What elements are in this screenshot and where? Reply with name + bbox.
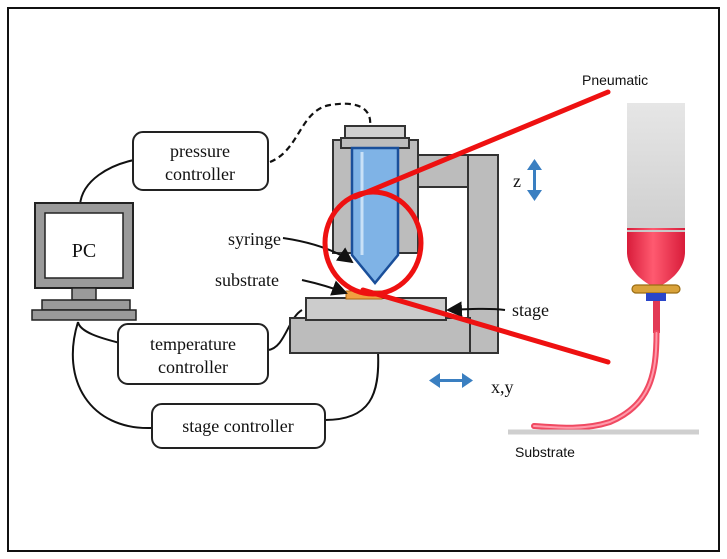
z-axis-label: z: [513, 171, 521, 191]
callout-line-bottom: [360, 287, 611, 365]
cable-temperature-stage: [267, 309, 303, 351]
pc-label: PC: [72, 240, 96, 262]
cable-pc-pressure: [79, 159, 135, 206]
pneumatic-label: Pneumatic: [582, 72, 648, 88]
xy-axis-arrow: [429, 373, 473, 388]
substrate-detail-label: Substrate: [515, 444, 575, 460]
figure-border: [7, 7, 720, 552]
cable-pc-temperature: [77, 321, 121, 344]
pc-monitor: PC: [31, 202, 137, 321]
stage-leader: [446, 301, 506, 318]
temperature-controller-box: temperature controller: [117, 323, 269, 385]
cables: [71, 159, 380, 430]
z-axis-arrow: [527, 159, 542, 201]
pressure-controller-box: pressure controller: [132, 131, 269, 191]
syringe: [340, 125, 410, 285]
callout-line-top: [352, 89, 611, 200]
stage-label: stage: [512, 300, 549, 320]
magnification-callout: [322, 89, 611, 365]
temperature-controller-label-2: controller: [158, 357, 228, 377]
pressure-controller-label-1: pressure: [170, 141, 230, 161]
stage-controller-label: stage controller: [182, 416, 293, 436]
xy-axis-label: x,y: [491, 377, 514, 397]
pneumatic-dashed-line: [269, 102, 372, 164]
syringe-leader: [282, 237, 354, 264]
cable-stage-base: [324, 351, 380, 421]
substrate-label: substrate: [215, 270, 279, 290]
stage-controller-box: stage controller: [151, 403, 326, 449]
pressure-controller-label-2: controller: [165, 164, 235, 184]
substrate-leader: [301, 279, 348, 296]
temperature-controller-label-1: temperature: [150, 334, 236, 354]
cable-pc-stage: [71, 321, 153, 430]
syringe-label: syringe: [228, 229, 281, 249]
nozzle-detail: [531, 103, 685, 431]
